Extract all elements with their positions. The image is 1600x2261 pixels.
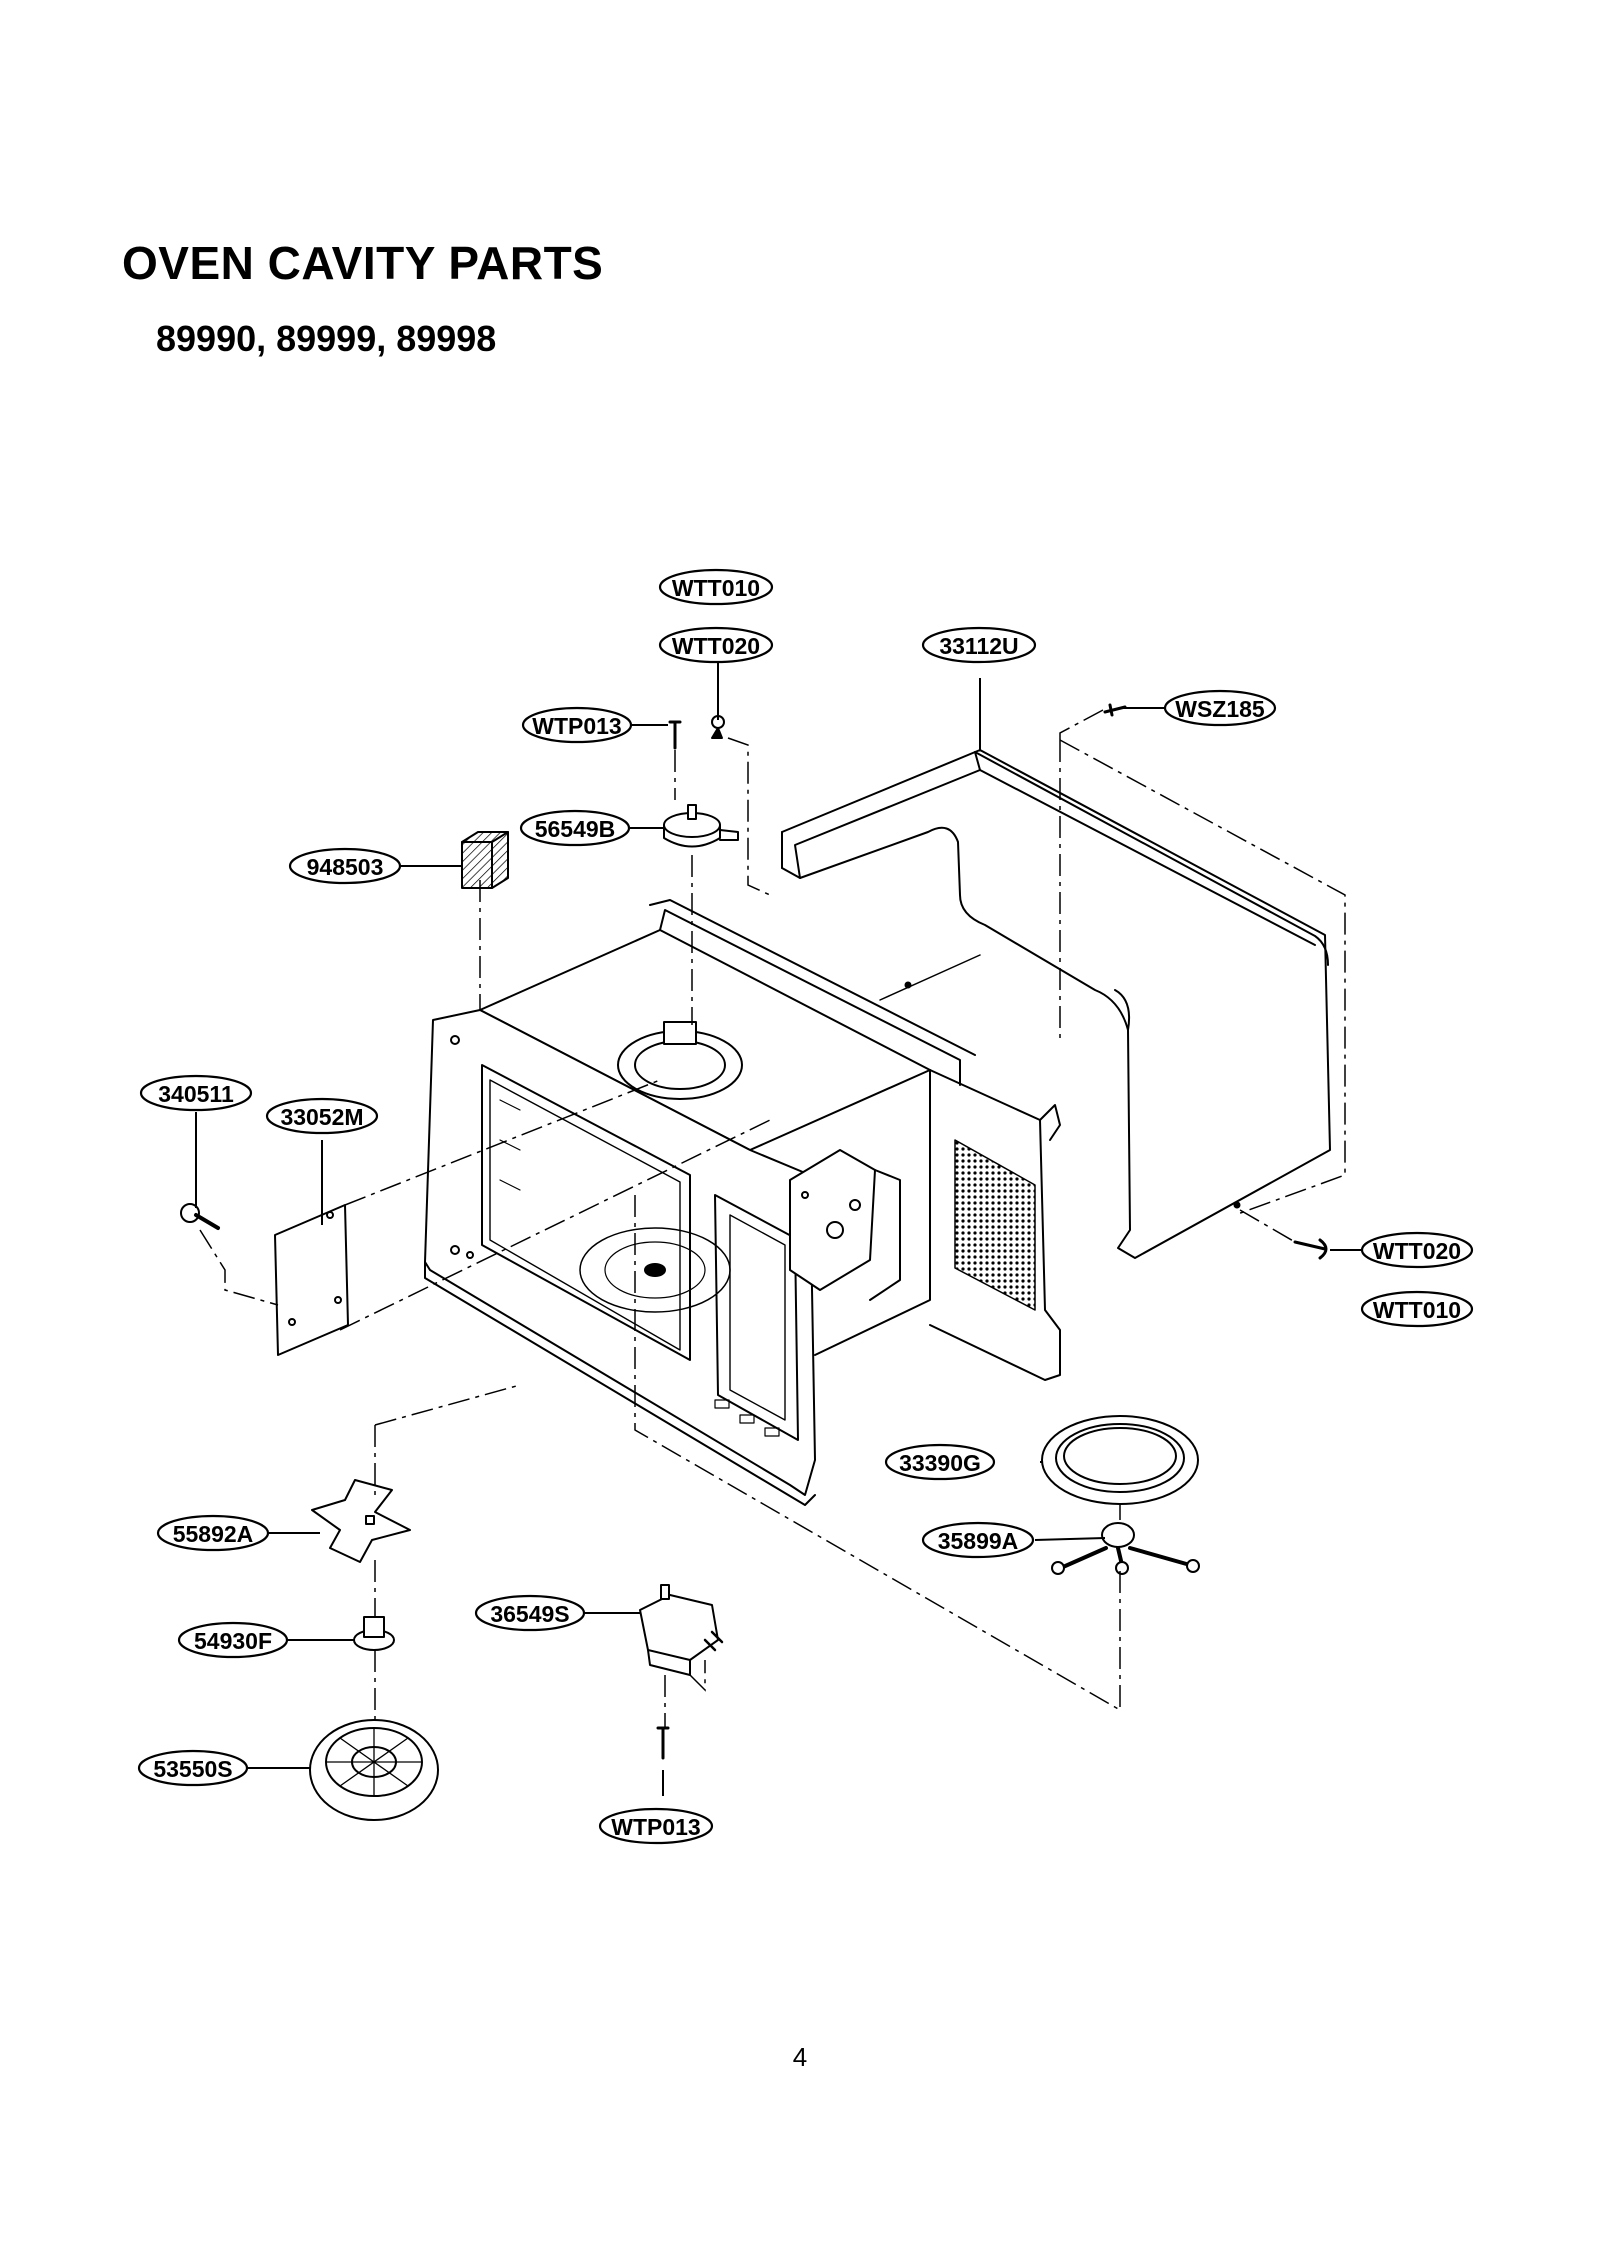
label-wtp013-top: WTP013 — [532, 713, 621, 739]
page-number: 4 — [792, 2042, 808, 2072]
screw-wtt020-top — [711, 715, 725, 739]
leader-lines — [195, 660, 1362, 1796]
label-340511: 340511 — [158, 1081, 234, 1107]
label-53550s: 53550S — [153, 1756, 232, 1782]
roller-ring-55892A — [311, 1479, 411, 1563]
glass-tray-33390G — [1041, 1415, 1199, 1505]
label-55892a: 55892A — [173, 1521, 254, 1547]
label-wtt020-top: WTT020 — [672, 633, 760, 659]
label-wsz185: WSZ185 — [1175, 696, 1265, 722]
roller-stay-35899A — [1051, 1522, 1200, 1575]
plate-33052M — [274, 1204, 349, 1356]
alignment-lines — [199, 709, 1346, 1728]
screw-wtt020-right — [1293, 1238, 1328, 1260]
label-56549b: 56549B — [535, 816, 616, 842]
label-wtp013-bottom: WTP013 — [611, 1814, 700, 1840]
label-wtt010-top: WTT010 — [672, 575, 760, 601]
label-36549s: 36549S — [490, 1601, 569, 1627]
screw-wsz185 — [1103, 703, 1127, 717]
part-948503-block — [461, 831, 509, 889]
screw-wtp013-top — [668, 720, 682, 750]
turntable-motor-36549S — [639, 1584, 724, 1676]
label-wtt020-right: WTT020 — [1373, 1238, 1461, 1264]
oven-cavity — [424, 899, 1061, 1506]
label-33112u: 33112U — [939, 633, 1018, 659]
coupler-54930F — [353, 1616, 395, 1651]
label-wtt010-right: WTT010 — [1373, 1297, 1461, 1323]
model-numbers: 89990, 89999, 89998 — [156, 318, 497, 359]
cover-53550S — [309, 1719, 439, 1821]
label-33052m: 33052M — [280, 1104, 363, 1130]
label-54930f: 54930F — [194, 1628, 272, 1654]
label-33390g: 33390G — [899, 1450, 981, 1476]
stirrer-motor-56549B — [663, 804, 739, 848]
outer-cabinet-33112U — [781, 749, 1331, 1259]
label-948503: 948503 — [307, 854, 384, 880]
bolt-340511 — [180, 1203, 220, 1230]
page-title: OVEN CAVITY PARTS — [122, 237, 604, 289]
screw-wtp013-bottom — [656, 1726, 670, 1760]
label-35899a: 35899A — [938, 1528, 1019, 1554]
